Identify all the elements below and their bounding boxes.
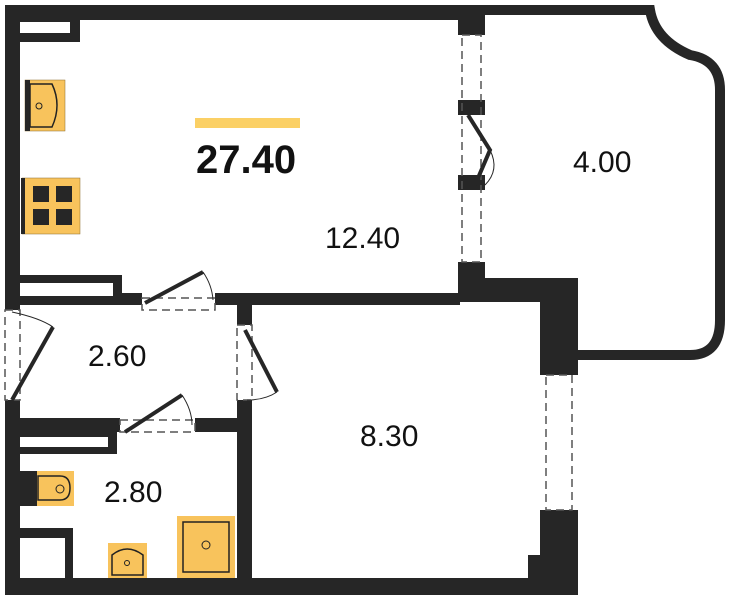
balcony-outline — [485, 5, 725, 360]
accent-bar — [195, 118, 300, 128]
total-area: 27.40 — [196, 138, 297, 182]
left-wall-upper — [5, 5, 20, 310]
room-area-bathroom: 2.80 — [104, 476, 163, 509]
bottom-wall — [5, 578, 578, 595]
shower — [177, 516, 235, 578]
balcony-door-frame[interactable] — [461, 34, 482, 263]
toilet — [20, 471, 74, 506]
room-area-bedroom: 8.30 — [360, 420, 419, 453]
pillar — [540, 278, 578, 365]
balcony-door[interactable] — [466, 113, 493, 186]
bathroom-door[interactable] — [123, 393, 184, 434]
room-area-balcony: 4.00 — [573, 146, 632, 179]
room-area-hallway: 2.60 — [88, 340, 147, 373]
bathroom-sink — [108, 543, 147, 578]
bedroom-door[interactable] — [243, 329, 279, 393]
room-area-living: 12.40 — [325, 222, 401, 255]
stove — [21, 177, 81, 235]
kitchen-door[interactable] — [144, 270, 204, 305]
walls — [5, 5, 578, 595]
bedroom-window — [545, 374, 573, 511]
entrance-door[interactable] — [10, 326, 55, 401]
left-wall-lower — [5, 400, 20, 595]
top-wall — [5, 5, 485, 20]
kitchen-sink — [24, 79, 66, 132]
